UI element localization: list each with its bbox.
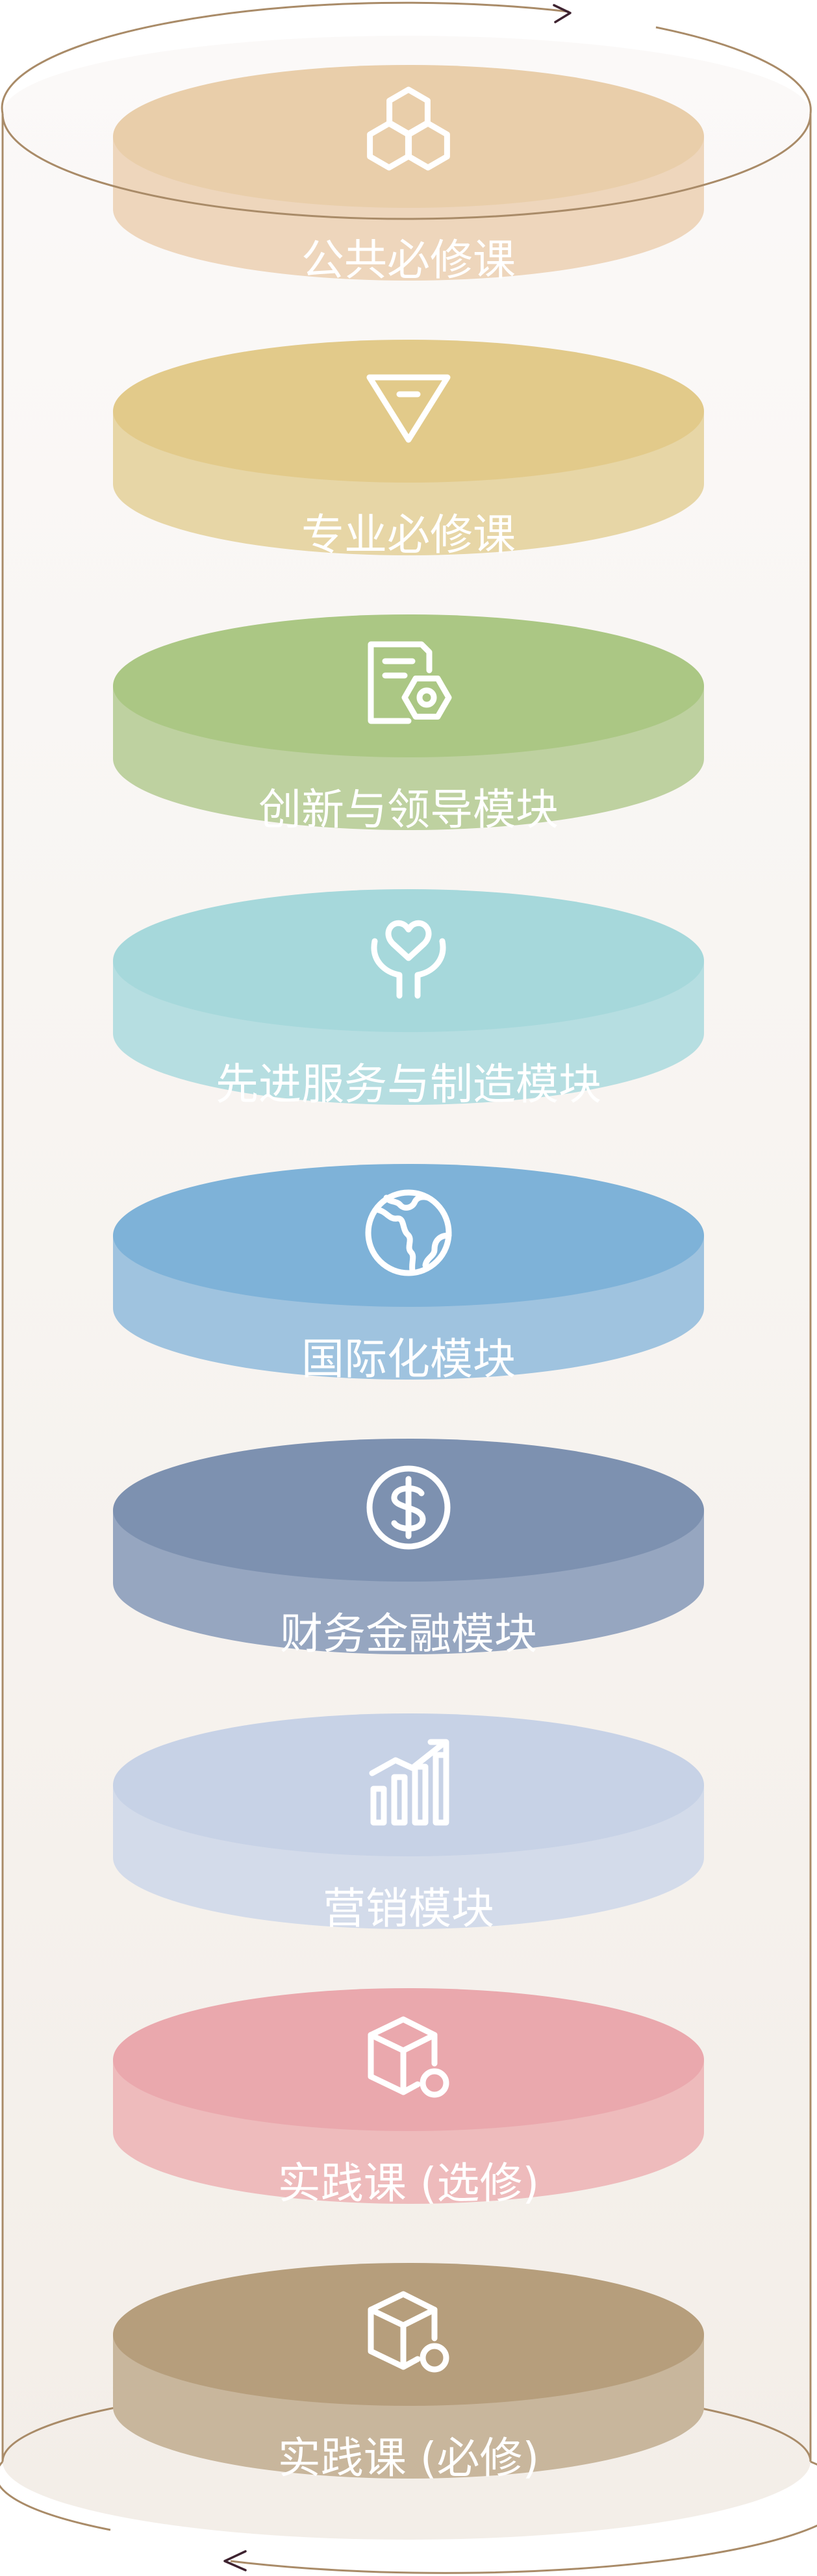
bottom-rim-front-left xyxy=(0,2460,111,2531)
module-disk-top xyxy=(113,340,704,483)
top-rim-back-right xyxy=(655,26,812,114)
module-disk: 国际化模块 xyxy=(113,1164,704,1384)
document-gear-icon xyxy=(368,641,452,724)
box-icon xyxy=(368,2016,449,2098)
module-disk: 实践课 (必修) xyxy=(113,2263,704,2483)
diamond-icon xyxy=(366,374,451,443)
globe-icon xyxy=(365,1189,452,1276)
top-arrow-icon xyxy=(553,4,572,23)
module-label: 营销模块 xyxy=(323,1884,494,1934)
growth-chart-icon xyxy=(369,1739,449,1826)
bottom-arrow-icon xyxy=(223,2550,247,2571)
module-label: 财务金融模块 xyxy=(280,1609,537,1659)
top-rim-back xyxy=(1,1,570,114)
heart-hands-icon xyxy=(371,920,446,999)
module-disk: 专业必修课 xyxy=(113,340,704,560)
module-label: 创新与领导模块 xyxy=(258,785,559,835)
module-label: 公共必修课 xyxy=(301,235,516,285)
module-disk: 实践课 (选修) xyxy=(113,1988,704,2208)
module-disk: 创新与领导模块 xyxy=(113,614,704,835)
dollar-coin-icon xyxy=(366,1465,451,1550)
hexagons-icon xyxy=(367,86,450,171)
module-label: 专业必修课 xyxy=(301,510,516,560)
module-label: 国际化模块 xyxy=(301,1334,516,1384)
module-disk-top xyxy=(113,1713,704,1856)
module-disk: 财务金融模块 xyxy=(113,1439,704,1659)
module-disk-top xyxy=(113,1988,704,2131)
module-disk: 营销模块 xyxy=(113,1713,704,1934)
bottom-rim-front-right xyxy=(230,2460,817,2574)
module-label: 实践课 (选修) xyxy=(278,2158,539,2208)
module-label: 实践课 (必修) xyxy=(278,2433,539,2483)
box-icon xyxy=(368,2291,449,2373)
module-disk: 先进服务与制造模块 xyxy=(113,889,704,1109)
module-disk-top xyxy=(113,2263,704,2406)
top-rim-front xyxy=(1,113,812,220)
module-label: 先进服务与制造模块 xyxy=(216,1059,601,1109)
module-disks: 公共必修课专业必修课创新与领导模块先进服务与制造模块国际化模块财务金融模块营销模… xyxy=(113,65,704,2483)
module-disk: 公共必修课 xyxy=(113,65,704,285)
